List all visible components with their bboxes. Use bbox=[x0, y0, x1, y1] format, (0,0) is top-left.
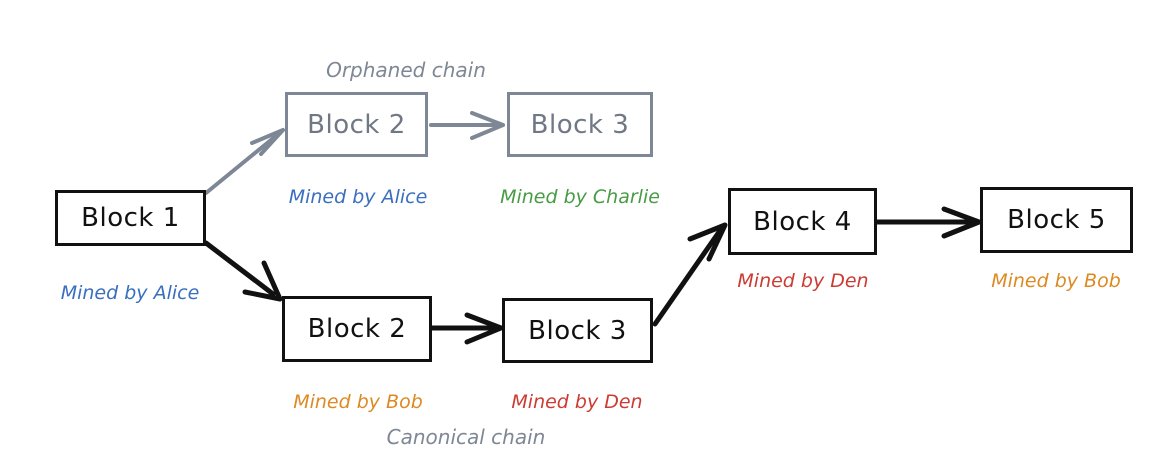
canonical-chain-label: Canonical chain bbox=[386, 425, 546, 449]
block-node-block-3-canonical[interactable]: Block 3 bbox=[502, 298, 653, 363]
orphaned-chain-label: Orphaned chain bbox=[326, 58, 486, 82]
caption-block-4: Mined by Den bbox=[737, 270, 869, 292]
caption-block-1: Mined by Alice bbox=[60, 282, 200, 304]
arrow-orphan2-to-orphan3 bbox=[429, 111, 505, 140]
caption-block-3-orphan: Mined by Charlie bbox=[500, 186, 660, 208]
arrow-block4-to-block5 bbox=[874, 206, 982, 239]
arrow-canon2-to-canon3 bbox=[429, 312, 504, 345]
caption-block-2-canonical: Mined by Bob bbox=[293, 391, 423, 413]
block-node-block-3-orphan[interactable]: Block 3 bbox=[507, 92, 653, 157]
block-node-block-2-canonical[interactable]: Block 2 bbox=[282, 296, 432, 362]
block-label: Block 1 bbox=[81, 203, 180, 233]
arrow-block1-to-canon2 bbox=[203, 240, 283, 302]
block-node-block-2-orphan[interactable]: Block 2 bbox=[285, 92, 428, 157]
block-label: Block 2 bbox=[307, 314, 407, 344]
arrow-block1-to-orphan2 bbox=[204, 128, 285, 195]
block-label: Block 5 bbox=[1007, 205, 1106, 235]
block-node-block-1[interactable]: Block 1 bbox=[55, 190, 206, 246]
arrow-canon3-to-block4 bbox=[652, 222, 728, 327]
block-node-block-4[interactable]: Block 4 bbox=[728, 188, 877, 255]
block-label: Block 2 bbox=[307, 109, 406, 140]
block-label: Block 4 bbox=[753, 206, 852, 237]
block-label: Block 3 bbox=[530, 109, 630, 140]
block-label: Block 3 bbox=[528, 315, 627, 346]
caption-block-3-canonical: Mined by Den bbox=[511, 391, 643, 413]
block-node-block-5[interactable]: Block 5 bbox=[980, 187, 1133, 253]
caption-block-2-orphan: Mined by Alice bbox=[288, 186, 428, 208]
caption-block-5: Mined by Bob bbox=[991, 270, 1121, 292]
